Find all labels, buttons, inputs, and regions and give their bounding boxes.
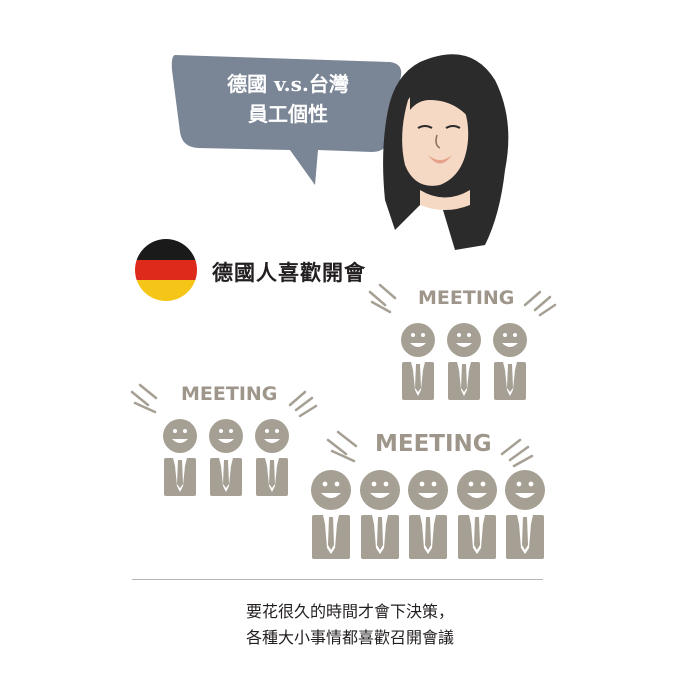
meeting-person xyxy=(401,323,435,400)
woman-portrait-icon xyxy=(383,54,509,251)
speech-bubble xyxy=(171,55,402,185)
meeting-person xyxy=(209,419,243,496)
caption-line2: 各種大小事情都喜歡召開會議 xyxy=(245,628,454,647)
meeting-label-bottom: MEETING xyxy=(375,431,492,457)
meeting-person xyxy=(408,470,448,559)
meeting-person xyxy=(255,419,289,496)
bubble-title-line2: 員工個性 xyxy=(248,102,328,126)
meeting-person xyxy=(505,470,545,559)
meeting-label-left: MEETING xyxy=(181,383,278,405)
meeting-label-top: MEETING xyxy=(418,287,515,309)
meeting-group-left xyxy=(130,383,318,418)
meeting-person xyxy=(163,419,197,496)
meeting-person xyxy=(360,470,400,559)
bubble-title-line1: 德國 v.s.台灣 xyxy=(227,72,349,96)
meeting-figures xyxy=(130,283,557,559)
caption-line1: 要花很久的時間才會下決策， xyxy=(245,602,454,621)
meeting-person xyxy=(311,470,351,559)
illustration-header xyxy=(171,54,509,251)
meeting-group-bottom xyxy=(326,430,534,468)
german-flag-icon xyxy=(135,239,197,301)
meeting-person xyxy=(457,470,497,559)
section-headline: 德國人喜歡開會 xyxy=(212,261,366,285)
meeting-person xyxy=(493,323,527,400)
meeting-person xyxy=(447,323,481,400)
meeting-group-top xyxy=(368,283,557,317)
divider xyxy=(132,579,543,580)
